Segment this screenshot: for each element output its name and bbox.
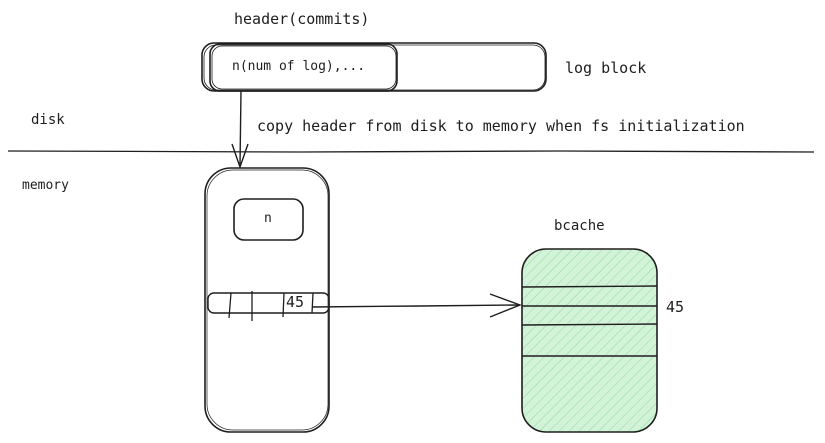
copy-arrow-line xyxy=(239,90,242,167)
header-field-box xyxy=(209,43,398,92)
bcache-divider-3 xyxy=(521,323,658,326)
memory-label: memory xyxy=(22,178,69,193)
mem-n-label: n xyxy=(264,211,272,226)
header-field-label: n(num of log),... xyxy=(232,59,366,74)
mem-block-array xyxy=(207,292,330,314)
bcache-hatch xyxy=(522,249,657,432)
disk-memory-divider xyxy=(7,150,815,153)
mem-n-box xyxy=(233,198,304,241)
header-field-box-sketch xyxy=(211,45,397,90)
mem-block-slot-divider-1 xyxy=(228,292,232,319)
bcache-box xyxy=(521,248,658,433)
mem-slot-value-label: 45 xyxy=(286,293,305,311)
header-title-label: header(commits) xyxy=(234,10,370,28)
memory-log-header-box-sketch xyxy=(206,169,329,431)
bcache-block-label: 45 xyxy=(666,298,685,316)
mapping-arrow-line xyxy=(311,304,521,308)
memory-log-header-box xyxy=(204,167,330,433)
mapping-arrow-head xyxy=(489,293,522,318)
mem-block-slot-divider-3 xyxy=(282,292,285,318)
mem-block-slot-divider-4 xyxy=(311,292,314,314)
log-block-box-sketch xyxy=(203,44,546,91)
bcache-label: bcache xyxy=(554,218,605,234)
log-block-label: log block xyxy=(565,59,647,77)
copy-note-label: copy header from disk to memory when fs … xyxy=(257,117,745,135)
copy-arrow-head xyxy=(231,143,249,170)
bcache-divider-1 xyxy=(521,285,658,288)
disk-label: disk xyxy=(31,112,65,128)
